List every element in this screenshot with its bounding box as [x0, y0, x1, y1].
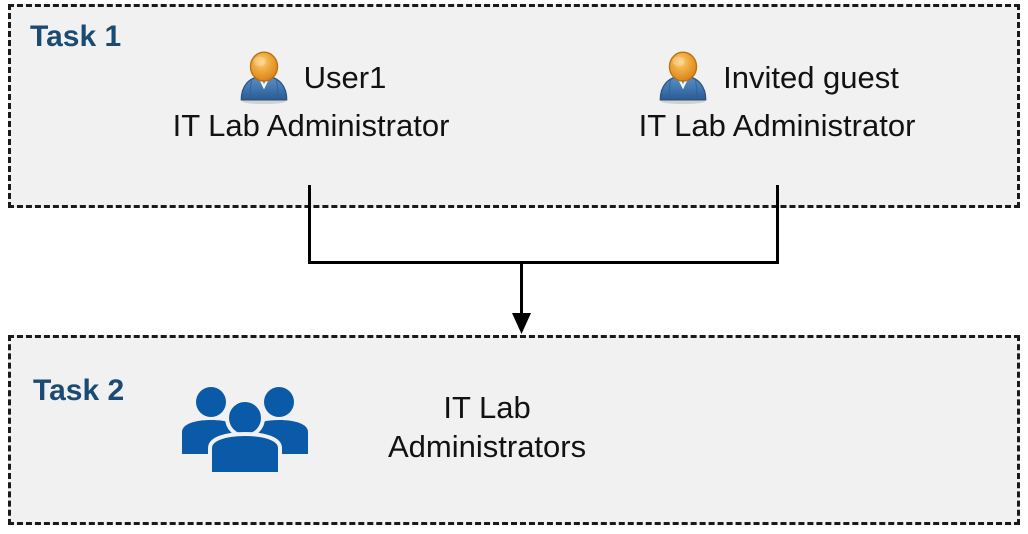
task-1-label: Task 1 [30, 20, 122, 53]
user-icon [655, 50, 711, 106]
user-icon [236, 50, 292, 106]
person-invited-guest-header: Invited guest [655, 50, 899, 106]
person-invited-guest-name: Invited guest [723, 59, 899, 95]
task-2-container [8, 335, 1020, 525]
task-1-container [8, 4, 1020, 208]
person-user1-header: User1 [236, 50, 387, 106]
person-user1-role: IT Lab Administrator [172, 108, 450, 143]
person-invited-guest: Invited guest IT Lab Administrator [567, 50, 987, 145]
person-invited-guest-role: IT Lab Administrator [638, 108, 916, 143]
person-user1-name: User1 [303, 59, 387, 95]
task-2-group: IT Lab Administrators [180, 382, 880, 474]
people-group-icon [180, 382, 310, 474]
task-2-group-name: IT Lab Administrators [388, 390, 587, 464]
person-user1: User1 IT Lab Administrator [101, 50, 521, 145]
task-2-label: Task 2 [33, 374, 125, 407]
